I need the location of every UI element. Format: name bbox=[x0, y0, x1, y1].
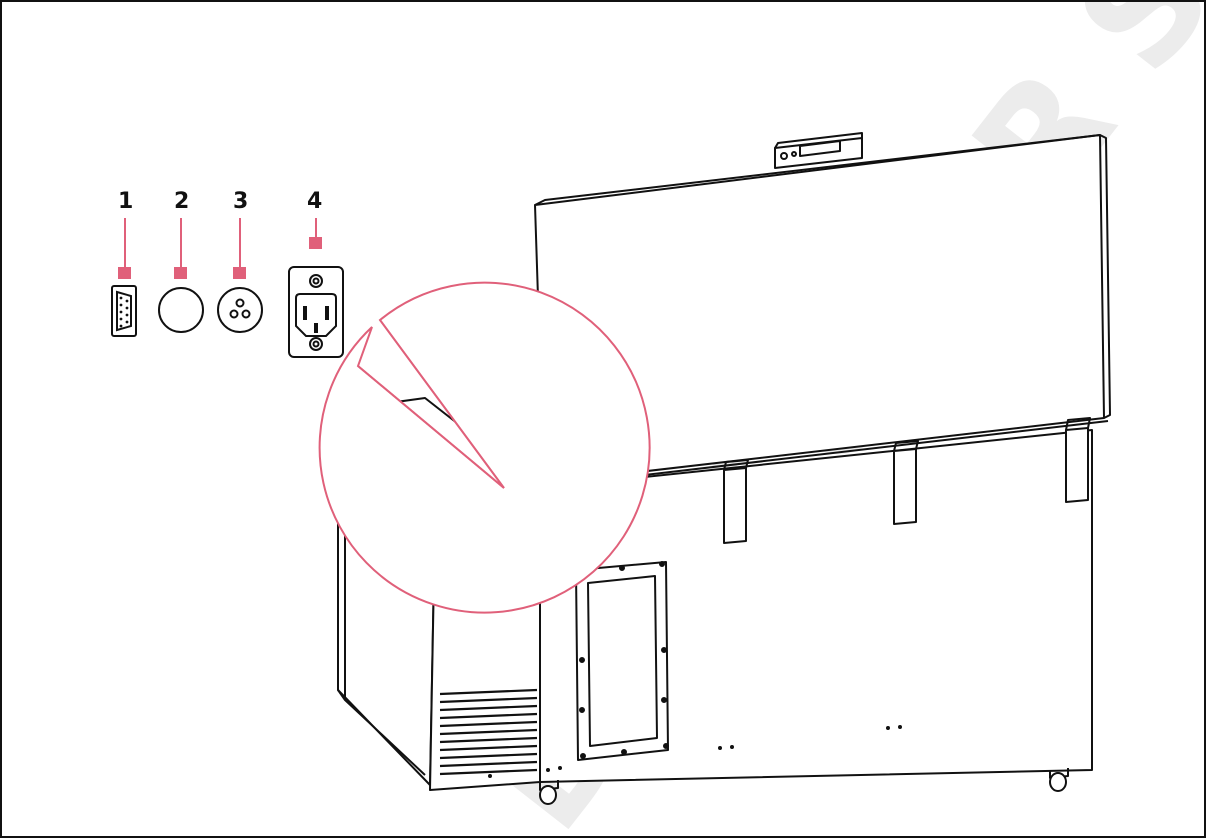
condenser-grille bbox=[439, 688, 538, 776]
db9-connector-icon bbox=[111, 285, 137, 337]
leader-lines bbox=[118, 218, 322, 279]
callout-label-3: 3 bbox=[233, 189, 248, 214]
freezer-illustration bbox=[337, 132, 1111, 805]
magnifier-circle bbox=[318, 281, 651, 614]
magnifier-callout: 1 2 3 4 bbox=[111, 189, 651, 614]
callout-label-1: 1 bbox=[118, 189, 133, 214]
casters bbox=[539, 768, 1069, 805]
lid-edge bbox=[534, 134, 1101, 206]
callout-label-2: 2 bbox=[174, 189, 189, 214]
three-pin-socket-icon bbox=[217, 287, 263, 333]
callout-label-4: 4 bbox=[307, 189, 322, 214]
round-port-icon bbox=[158, 287, 204, 333]
lid-lock-handle bbox=[774, 132, 863, 169]
access-panel bbox=[575, 561, 669, 761]
iec-power-inlet-icon bbox=[288, 266, 344, 358]
lid-side bbox=[1099, 134, 1111, 419]
